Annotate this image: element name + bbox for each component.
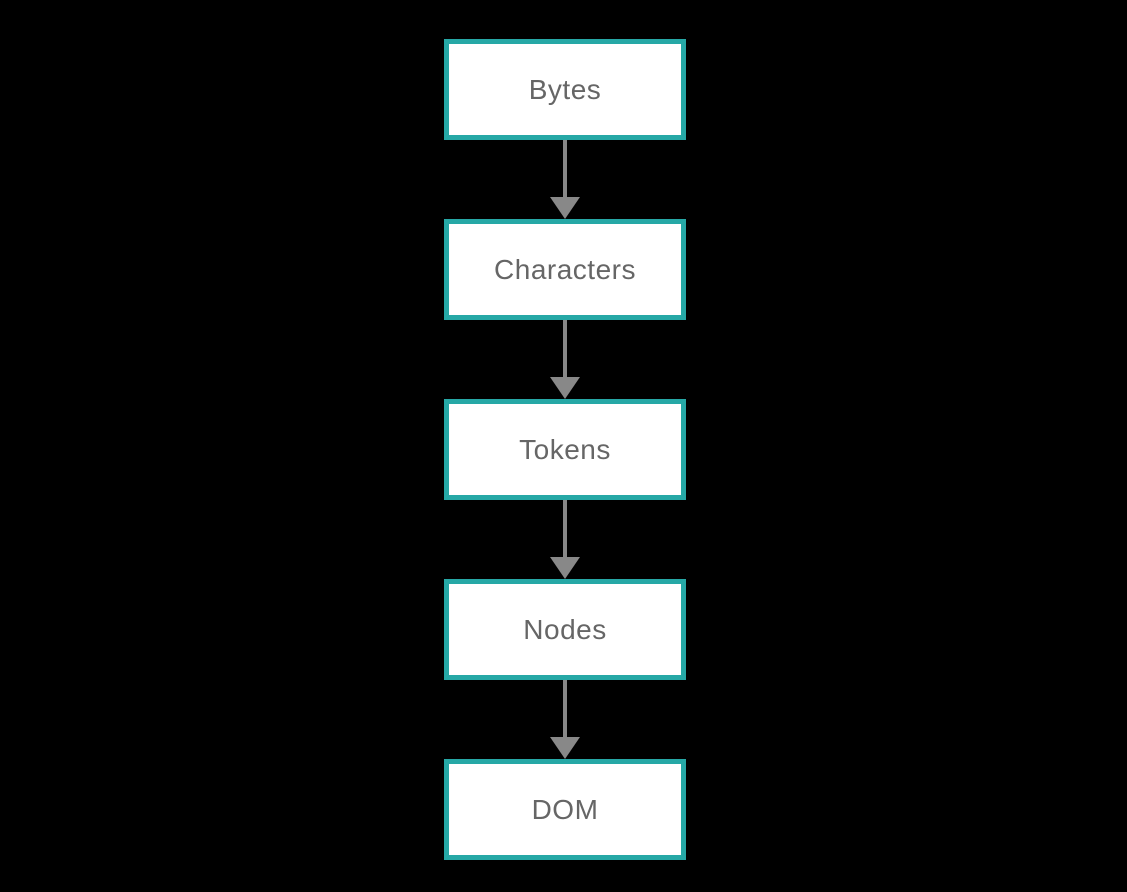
node-tokens: Tokens [444,399,686,500]
arrow-tokens-to-nodes [550,500,580,579]
arrow-line [563,680,567,737]
arrow-line [563,320,567,377]
arrow-characters-to-tokens [550,320,580,399]
node-bytes: Bytes [444,39,686,140]
arrowhead-down-icon [550,377,580,399]
node-dom-label: DOM [531,793,599,825]
node-bytes-label: Bytes [528,73,602,105]
node-dom: DOM [444,759,686,860]
node-nodes: Nodes [444,579,686,680]
node-tokens-label: Tokens [519,433,611,465]
arrowhead-down-icon [550,737,580,759]
arrow-line [563,140,567,197]
node-characters-label: Characters [494,253,636,285]
node-characters: Characters [444,219,686,320]
arrow-line [563,500,567,557]
arrowhead-down-icon [550,197,580,219]
arrow-nodes-to-dom [550,680,580,759]
arrow-bytes-to-characters [550,140,580,219]
node-nodes-label: Nodes [523,613,607,645]
arrowhead-down-icon [550,557,580,579]
